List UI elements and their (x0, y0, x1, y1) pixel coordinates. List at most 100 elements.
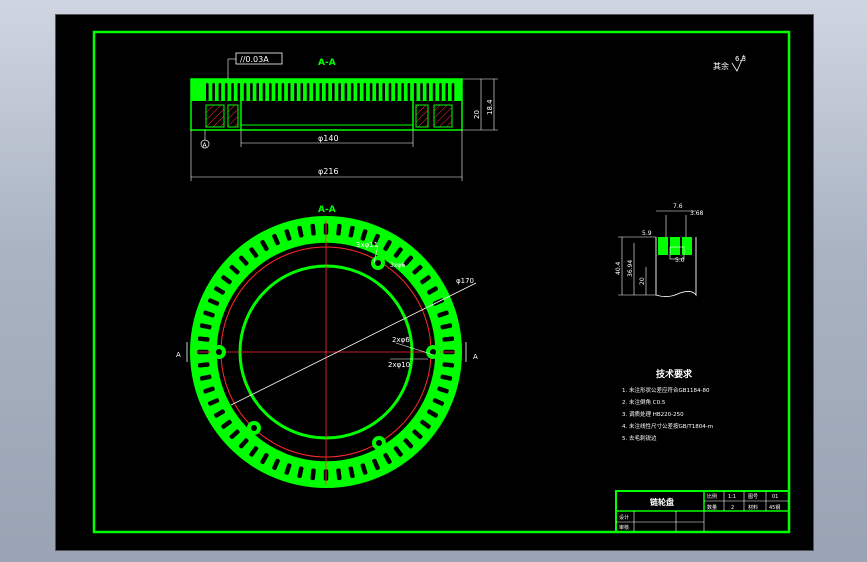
gear-tooth (403, 255, 414, 267)
tooth-slot (363, 83, 367, 101)
hole-pattern-label: 3xφ11 (356, 241, 378, 249)
flatness-tolerance-frame (235, 52, 283, 65)
gear-tooth (393, 246, 404, 259)
inner-dim-leader (395, 342, 435, 356)
tooth-slot (287, 83, 291, 101)
section-hatch-left (205, 104, 225, 128)
gear-tooth (229, 264, 241, 275)
detail-dim-top-b: 3.68 (690, 210, 704, 217)
section-tooth-slots (206, 83, 455, 101)
mounting-hole-bore (430, 349, 436, 355)
gear-tooth (309, 468, 317, 481)
detail-dim-height-a: 40.4 (615, 261, 622, 275)
detail-dim-slot: 5.0 (675, 257, 685, 264)
mounting-hole-bore (216, 349, 222, 355)
detail-view: 7.6 3.68 5.9 40.4 36.94 20 5.0 (615, 203, 704, 298)
tooth-slot (413, 83, 417, 101)
tooth-slot (306, 83, 310, 101)
gear-tooth (197, 335, 210, 343)
gear-tooth (335, 223, 343, 236)
tooth-slot (382, 83, 385, 101)
tooth-slot (218, 83, 222, 101)
tech-req-title: 技术要求 (656, 368, 693, 380)
mounting-hole-bore (375, 260, 381, 266)
tech-req-line: 4. 未注线性尺寸公差按GB/T1804-m (622, 422, 713, 430)
tooth-slot (420, 83, 423, 101)
tooth-slot (407, 83, 411, 101)
gear-tooth (436, 310, 450, 318)
detail-dim-top-a: 7.6 (673, 203, 683, 210)
tooth-slot (262, 83, 266, 101)
technical-requirements: 技术要求 1. 未注形状公差应符合GB1184-80 2. 未注倒角 C0.5 … (622, 368, 713, 442)
part-name: 链轮盘 (650, 497, 674, 507)
tooth-slot (313, 83, 316, 101)
section-hatch-right-inner (433, 104, 453, 128)
gear-tooth (220, 419, 233, 430)
tooth-slot (350, 83, 354, 101)
section-arrow-left: A (176, 351, 181, 359)
gear-tooth (403, 437, 414, 449)
tooth-slot (401, 83, 404, 101)
tooth-slot (206, 83, 209, 101)
tooth-slot (332, 83, 335, 101)
gear-tooth (371, 458, 381, 471)
gear-tooth (371, 233, 381, 246)
roughness-value: 6.3 (735, 55, 746, 63)
tooth-slot (281, 83, 285, 101)
tooth-slot (451, 83, 455, 101)
scale-label: 比例 (707, 493, 717, 500)
gear-tooth (419, 274, 432, 285)
gear-tooth (419, 419, 432, 430)
gear-tooth (382, 239, 393, 252)
mounting-hole-bore (376, 440, 382, 446)
detail-dim-height-b: 36.94 (627, 260, 634, 277)
diameter-leader (230, 282, 477, 406)
section-hatch-left-inner (227, 104, 239, 128)
tech-req-line: 1. 未注形状公差应符合GB1184-80 (622, 386, 710, 394)
dim-height-label: 20 (473, 110, 481, 119)
tooth-slot (426, 83, 430, 101)
gear-tooth (248, 246, 259, 259)
drawing-no-value: 01 (772, 494, 778, 500)
gear-tooth (442, 335, 455, 343)
gear-tooth (296, 225, 304, 238)
tooth-slot (376, 83, 379, 101)
gear-tooth (271, 233, 281, 246)
tooth-slot (357, 83, 360, 101)
qty-value: 2 (731, 505, 734, 511)
hole-pattern-sub: 3xφ6 (390, 262, 405, 269)
tooth-slot (256, 83, 259, 101)
tooth-slot (395, 83, 398, 101)
hole-leader (373, 245, 379, 264)
gear-tooth (271, 458, 281, 471)
gear-tooth (197, 361, 210, 369)
tooth-slot (243, 83, 247, 101)
tooth-slot (300, 83, 304, 101)
gear-tooth (207, 297, 220, 307)
title-block: 链轮盘 比例 1:1 图号 01 数量 2 材料 45钢 设计 审核 (615, 490, 790, 533)
roughness-note: 其余 (713, 61, 729, 71)
gear-tooth (360, 228, 368, 242)
tooth-slot (250, 83, 253, 101)
gear-tooth (432, 397, 445, 407)
plan-top-mark: A-A (318, 205, 336, 215)
roughness-symbol (731, 54, 745, 72)
gear-tooth (440, 374, 453, 382)
gear-tooth (199, 374, 212, 382)
gear-tooth (348, 225, 356, 238)
qty-label: 数量 (707, 504, 717, 511)
section-mark: A-A (318, 58, 336, 68)
mounting-hole-bore (251, 425, 257, 431)
gear-tooth (213, 285, 226, 296)
tooth-slot (319, 83, 322, 101)
gear-tooth (296, 466, 304, 479)
gear-tooth (436, 386, 450, 394)
gear-tooth (348, 466, 356, 479)
gear-tooth (284, 228, 292, 242)
tooth-slot (237, 83, 241, 101)
detail-tooth (682, 237, 692, 255)
tooth-slot (388, 83, 392, 101)
gear-tooth (393, 445, 404, 458)
drawing-frame (92, 30, 791, 534)
gear-tooth (411, 429, 423, 440)
